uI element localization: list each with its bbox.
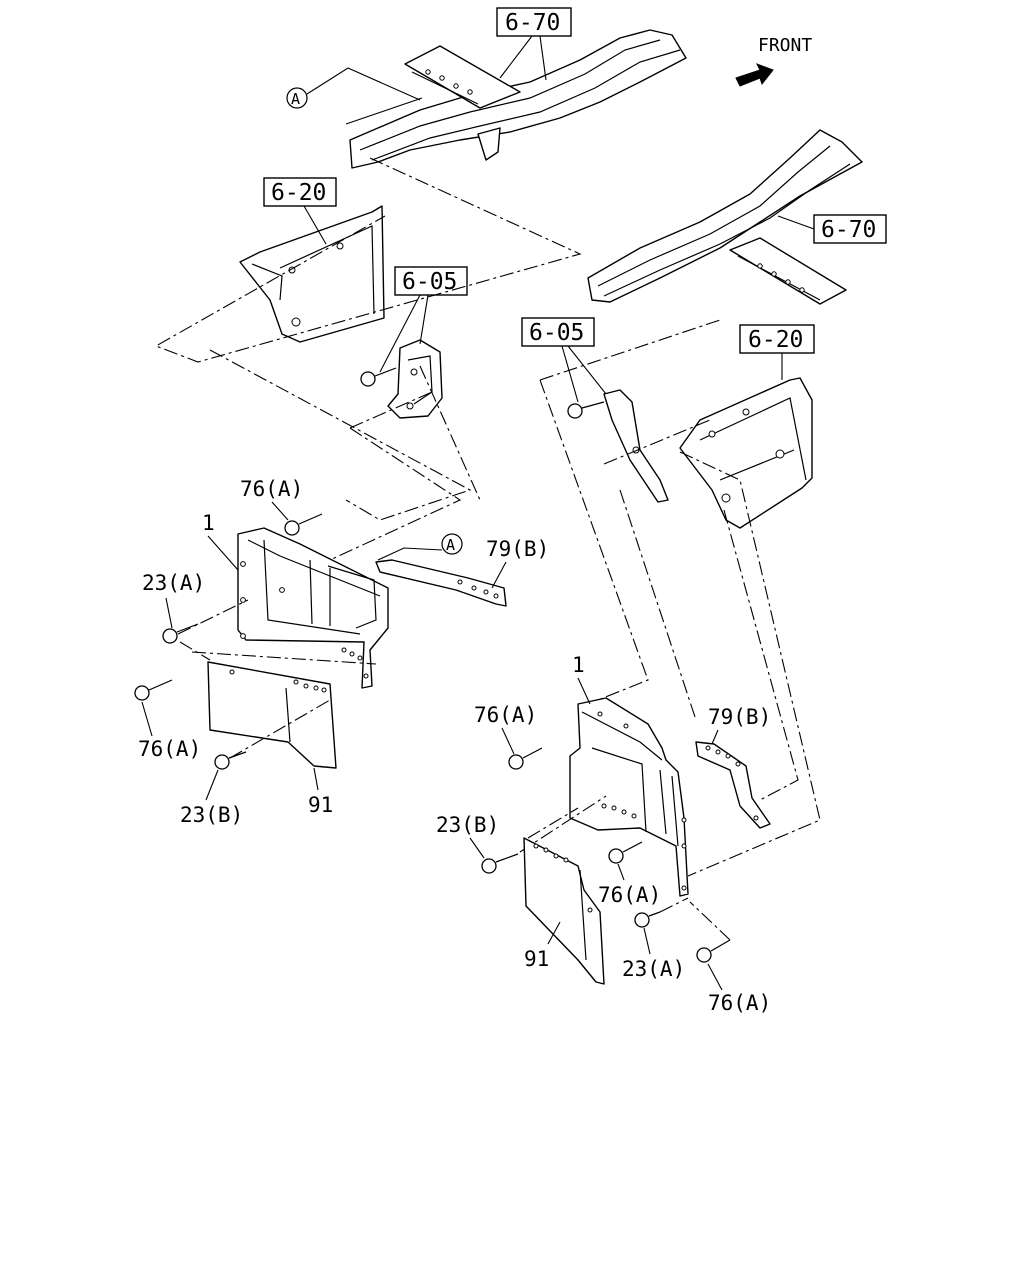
screw-right-bottom: 76(A) xyxy=(689,901,771,1015)
ref-box-bracket-right: 6-20 xyxy=(739,324,815,380)
alignment-lines xyxy=(154,157,821,877)
label-left-mudguard: 91 xyxy=(308,793,333,817)
ref-box-hanger-right: 6-05 xyxy=(521,317,607,403)
ref-box-hanger-left: 6-05 xyxy=(379,266,468,373)
label-bracket-left: 1 xyxy=(202,511,239,571)
connector-a-mid: A xyxy=(377,533,463,561)
label-right-screw-top: 76(A) xyxy=(474,703,537,727)
label-left-screw-bottom: 76(A) xyxy=(138,737,201,761)
frame-rail-top xyxy=(349,29,687,169)
ref-bracket-right: 6-20 xyxy=(748,327,803,353)
label-right-bolt-a: 23(A) xyxy=(622,957,685,981)
stay-right: 79(B) xyxy=(695,705,771,829)
ref-frame-top: 6-70 xyxy=(505,10,560,36)
ref-box-frame-top: 6-70 xyxy=(496,7,572,81)
screw-hanger-left xyxy=(360,367,397,387)
label-left-screw-top: 76(A) xyxy=(240,477,303,501)
screw-left-top: 76(A) xyxy=(240,477,323,536)
label-bracket-right: 1 xyxy=(572,653,591,705)
connector-a-top-label: A xyxy=(291,90,300,108)
mudguard-bracket-left xyxy=(237,527,389,689)
ref-hanger-left: 6-05 xyxy=(402,269,457,295)
screw-right-mid: 76(A) xyxy=(598,841,661,907)
bolt-right-23a: 23(A) xyxy=(622,897,689,981)
screw-hanger-right xyxy=(567,401,605,419)
label-right-bracket: 1 xyxy=(572,653,585,677)
label-right-screw-bottom: 76(A) xyxy=(708,991,771,1015)
stay-left: 79(B) xyxy=(375,537,549,607)
mudguard-left: 91 xyxy=(179,641,377,817)
bolt-right-23b: 23(B) xyxy=(436,795,607,874)
screw-right-top: 76(A) xyxy=(474,703,543,770)
frame-rail-right xyxy=(587,129,863,305)
front-label: FRONT xyxy=(758,35,812,56)
label-right-screw-mid: 76(A) xyxy=(598,883,661,907)
mudguard-right: 91 xyxy=(523,807,605,985)
screw-left-bottom: 76(A) xyxy=(134,679,201,761)
hanger-left xyxy=(387,339,443,419)
label-left-bolt-b: 23(B) xyxy=(180,803,243,827)
label-right-mudguard: 91 xyxy=(524,947,549,971)
label-right-stay: 79(B) xyxy=(708,705,771,729)
hanger-right xyxy=(603,389,669,503)
mudguard-bracket-right xyxy=(569,697,689,897)
label-left-bracket: 1 xyxy=(202,511,215,535)
label-right-bolt-b: 23(B) xyxy=(436,813,499,837)
ref-frame-right: 6-70 xyxy=(821,217,876,243)
ref-bracket-left: 6-20 xyxy=(271,180,326,206)
label-left-bolt-a: 23(A) xyxy=(142,571,205,595)
ref-box-bracket-left: 6-20 xyxy=(263,177,337,245)
bracket-left xyxy=(239,205,385,343)
connector-a-mid-label: A xyxy=(446,536,455,554)
front-direction-indicator: FRONT xyxy=(735,35,812,87)
ref-hanger-right: 6-05 xyxy=(529,320,584,346)
label-left-stay: 79(B) xyxy=(486,537,549,561)
ref-box-frame-right: 6-70 xyxy=(777,214,887,244)
bolt-left-23a: 23(A) xyxy=(142,571,249,644)
connector-a-top: A xyxy=(286,67,423,125)
bracket-right xyxy=(679,377,813,529)
front-arrow-icon xyxy=(735,63,774,87)
bolt-left-23b: 23(B) xyxy=(180,699,331,827)
